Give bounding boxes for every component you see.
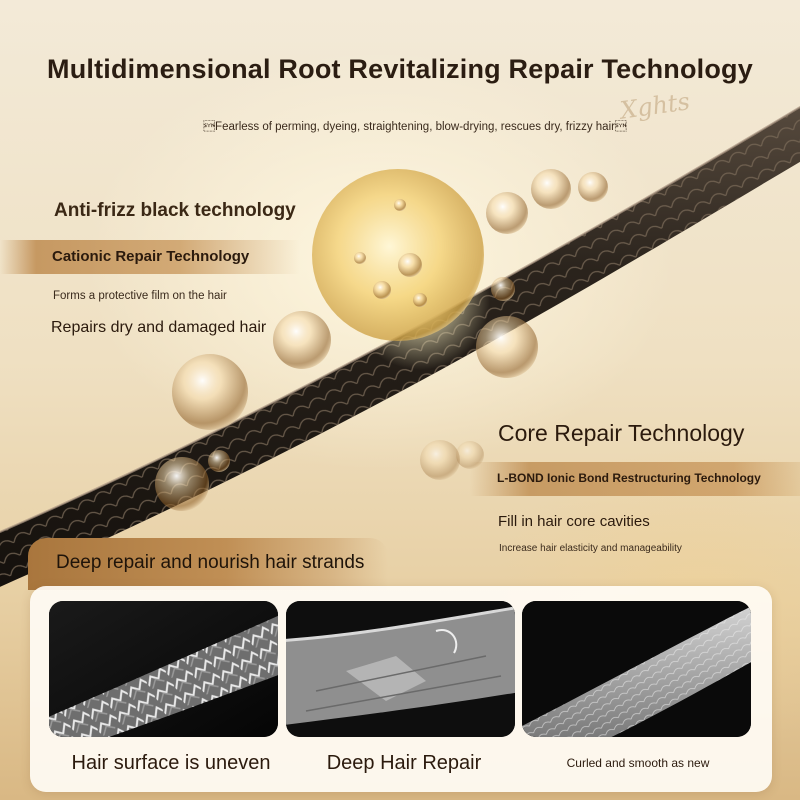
deep-repair-label: Deep repair and nourish hair strands [56,552,365,573]
damaged-hair-micrograph [49,601,278,737]
fill-cavities-text: Fill in hair core cavities [498,513,650,530]
caption-uneven: Hair surface is uneven [71,752,271,774]
cationic-band [0,240,300,274]
anti-frizz-heading: Anti-frizz black technology [54,200,296,221]
repairing-hair-micrograph [286,601,515,737]
deep-repair-tab [28,538,388,590]
page-title: Multidimensional Root Revitalizing Repai… [47,54,753,84]
core-repair-heading: Core Repair Technology [498,420,745,446]
protective-film-text: Forms a protective film on the hair [53,290,227,302]
cationic-label: Cationic Repair Technology [52,248,250,265]
smooth-hair-micrograph [522,601,751,737]
lbond-band [470,462,800,496]
caption-deep-repair: Deep Hair Repair [326,752,482,774]
subtitle: Fearless of perming, dyeing, straighten… [203,121,627,133]
bubble [172,354,248,430]
repairs-damaged-text: Repairs dry and damaged hair [51,319,267,336]
lbond-label: L-BOND Ionic Bond Restructuring Technolo… [497,471,761,485]
serum-droplet [312,169,484,341]
caption-smooth: Curled and smooth as new [566,756,710,770]
elasticity-text: Increase hair elasticity and manageabili… [499,543,682,554]
